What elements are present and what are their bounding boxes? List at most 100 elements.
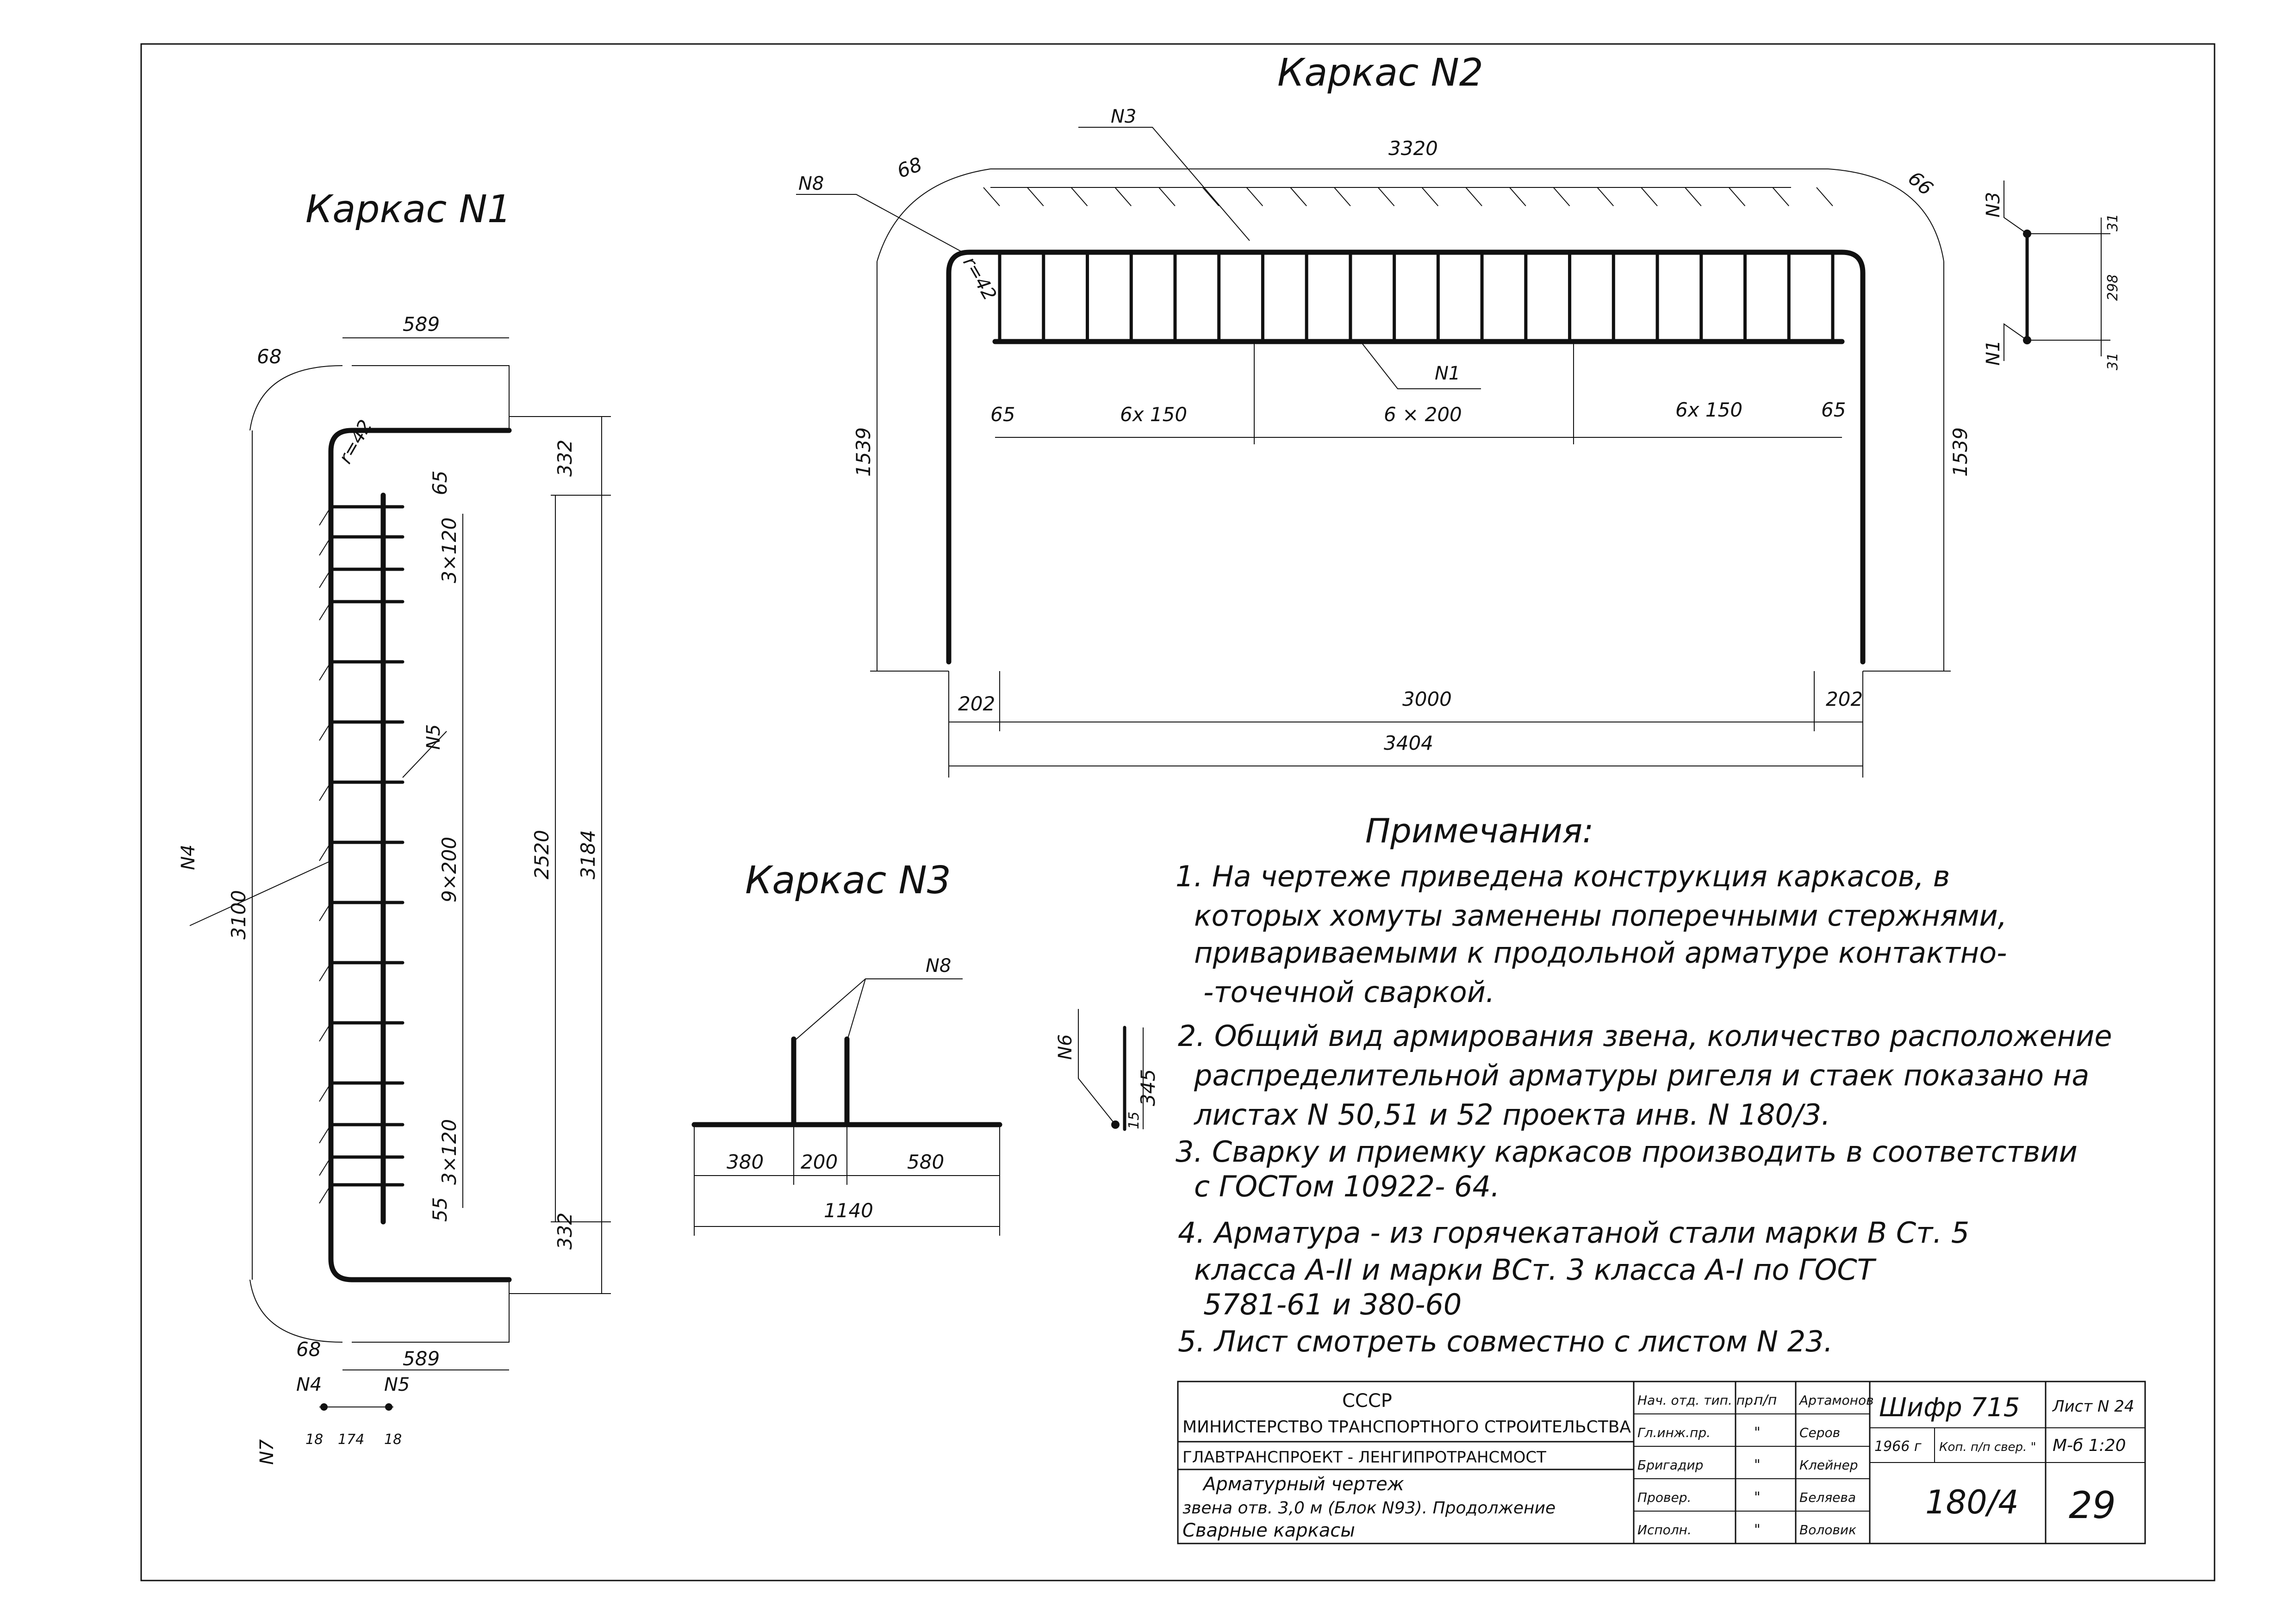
note-line: 1. На чертеже приведена конструкция карк… (1176, 859, 1950, 893)
vertical-bar-hatch (1816, 187, 1833, 206)
note-line: 2. Общий вид армирования звена, количест… (1178, 1019, 2112, 1053)
dim-6x150-left: 6x 150 (1120, 403, 1187, 426)
frame-2-title: Каркас N2 (1277, 51, 1483, 95)
mark-n8: N8 (798, 173, 824, 194)
frame-2-view: Каркас N2 3320 68 66 r=42 1539 1539 65 6… (796, 51, 2121, 778)
cross-bar-hatch (319, 1184, 331, 1204)
dim-r42-k1: r=42 (335, 416, 376, 467)
tb-page: 29 (2069, 1484, 2116, 1527)
note-line: 3. Сварку и приемку каркасов производить… (1176, 1135, 2078, 1169)
vertical-bar-hatch (1685, 187, 1702, 206)
tb-mark: " (1754, 1457, 1761, 1473)
vertical-bar-hatch (1334, 187, 1351, 206)
tb-name: Беляева (1799, 1490, 1856, 1505)
dim-68-bot: 68 (296, 1338, 321, 1361)
tb-kop: Коп. п/п свер. " (1939, 1440, 2036, 1454)
dim-3100: 3100 (227, 890, 250, 940)
vertical-bar-hatch (1421, 187, 1439, 206)
tb-role: Исполн. (1637, 1522, 1692, 1537)
tb-mark: " (1754, 1425, 1761, 1441)
dim-580: 580 (907, 1151, 944, 1173)
mark-n7: N7 (256, 1439, 278, 1465)
note-line: 4. Арматура - из горячекатаной стали мар… (1178, 1216, 1969, 1250)
leg-top-outline (352, 365, 510, 430)
mark-n5-section: N5 (384, 1374, 410, 1395)
mark-n3: N3 (1111, 106, 1136, 127)
dim-31-bot: 31 (2105, 353, 2121, 370)
leader-sec-n1 (2004, 323, 2028, 361)
dim-r42-k2: r=42 (958, 253, 1000, 304)
tb-sheet: Лист N 24 (2052, 1397, 2134, 1416)
note-line: распределительной арматуры ригеля и стае… (1194, 1058, 2089, 1092)
dim-15: 15 (1126, 1112, 1142, 1129)
dim-3404: 3404 (1384, 732, 1433, 754)
note-line: 5. Лист смотреть совместно с листом N 23… (1178, 1325, 1833, 1358)
frame-3-view: Каркас N3 N8 380 200 580 1140 N6 345 15 (691, 859, 1159, 1236)
vertical-bar-hatch (1377, 187, 1395, 206)
cross-bar-hatch (319, 842, 331, 861)
leader-n6 (1078, 1009, 1116, 1125)
cross-bar-hatch (319, 722, 331, 741)
dim-9x200: 9×200 (438, 837, 460, 902)
note-line: привариваемыми к продольной арматуре кон… (1194, 936, 2007, 970)
mark-n4-section: N4 (296, 1374, 322, 1395)
bend-arc-bot (249, 1279, 343, 1343)
dim-31-top: 31 (2105, 214, 2121, 231)
notes-block: Примечания: 1. На чертеже приведена конс… (1176, 811, 2112, 1358)
leader-n5 (402, 731, 447, 778)
dim-65-left: 65 (990, 403, 1015, 426)
section-bar-left (320, 1403, 328, 1411)
vertical-bar-hatch (1509, 187, 1526, 206)
tb-roles: Нач. отд. тип. пр.Гл.инж.пр.БригадирПров… (1637, 1392, 1874, 1538)
dim-589-bot: 589 (403, 1347, 440, 1370)
notes-heading: Примечания: (1365, 811, 1593, 850)
dim-202-left: 202 (958, 692, 995, 715)
mark-n6: N6 (1055, 1034, 1076, 1060)
leader-n1 (1360, 341, 1481, 389)
mark-n8-k3: N8 (926, 955, 951, 977)
cross-bar-hatch (319, 601, 331, 621)
note-line: -точечной сваркой. (1203, 975, 1495, 1009)
tb-desc3: Сварные каркасы (1182, 1520, 1355, 1541)
note-line: с ГОСТом 10922- 64. (1194, 1170, 1500, 1203)
dim-1539-right: 1539 (1949, 427, 1972, 477)
note-line: которых хомуты заменены поперечными стер… (1194, 899, 2007, 933)
dim-3x120-bot: 3×120 (438, 1119, 460, 1185)
frame-3-title: Каркас N3 (745, 859, 951, 902)
vertical-bars-k2 (983, 187, 1835, 343)
dim-380: 380 (727, 1151, 764, 1173)
frame-1-view: Каркас N1 589 589 68 68 r=42 3100 3184 2… (178, 187, 611, 1465)
title-block: СССР МИНИСТЕРСТВО ТРАНСПОРТНОГО СТРОИТЕЛ… (1177, 1381, 2146, 1544)
vertical-bar-hatch (1465, 187, 1482, 206)
tb-role: Бригадир (1637, 1457, 1703, 1473)
dim-200: 200 (801, 1151, 838, 1173)
mark-sec-n3: N3 (1983, 192, 2004, 218)
cross-bar-hatch (319, 962, 331, 982)
leader-n4 (189, 860, 331, 926)
tb-ussr: СССР (1342, 1390, 1392, 1412)
dim-6x150-right: 6x 150 (1675, 398, 1742, 421)
dim-3184: 3184 (577, 830, 599, 879)
dim-332-bot: 332 (554, 1213, 576, 1250)
leader-n8-k3b (846, 978, 866, 1042)
sheet-border (140, 43, 2215, 1581)
vertical-bar-hatch (1641, 187, 1658, 206)
dim-1140: 1140 (824, 1199, 873, 1222)
tb-desc1: Арматурный чертеж (1202, 1474, 1404, 1495)
vertical-bar-hatch (1553, 187, 1570, 206)
cross-bar-hatch (319, 902, 331, 921)
tb-name: Клейнер (1799, 1457, 1858, 1473)
longitudinal-bar-n4 (328, 428, 512, 1282)
dim-332-top: 332 (554, 440, 576, 477)
dim-68-top: 68 (257, 345, 281, 368)
mark-sec-n1: N1 (1983, 340, 2004, 366)
leader-n8 (796, 194, 963, 253)
tb-role: Гл.инж.пр. (1637, 1425, 1711, 1440)
tb-name: Серов (1799, 1425, 1840, 1440)
tb-mark: " (1754, 1522, 1761, 1538)
mark-n1: N1 (1435, 363, 1460, 384)
cross-bar-hatch (319, 1022, 331, 1042)
note-line: класса А-II и марки ВСт. 3 класса А-I по… (1194, 1253, 1877, 1287)
